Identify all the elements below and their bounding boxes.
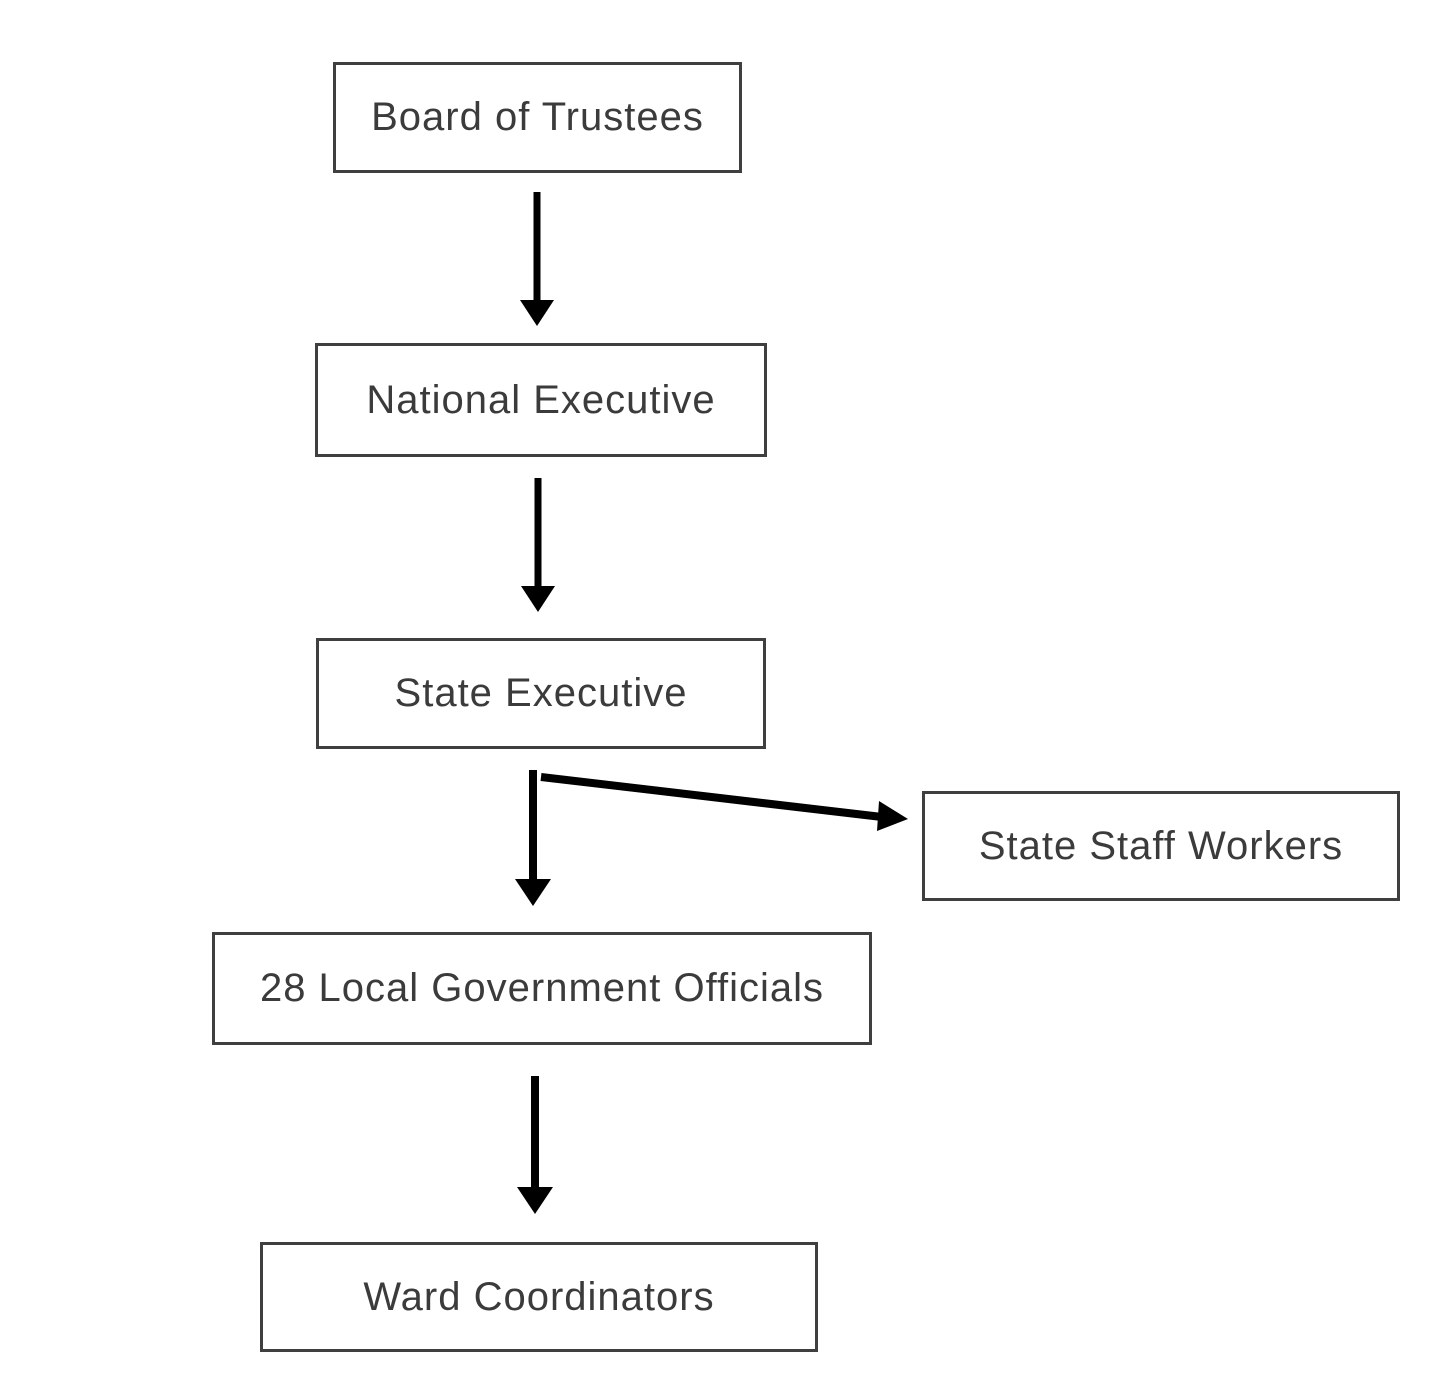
node-state-staff-workers: State Staff Workers [922, 791, 1400, 901]
node-state-executive: State Executive [316, 638, 766, 749]
node-local-government-officials: 28 Local Government Officials [212, 932, 872, 1045]
arrow-state-to-local [515, 770, 551, 906]
arrow-state-to-staff [540, 773, 908, 831]
arrow-national-to-state [521, 478, 555, 612]
node-board-of-trustees: Board of Trustees [333, 62, 742, 173]
node-ward-coordinators-label: Ward Coordinators [363, 1274, 715, 1319]
arrow-local-to-ward [517, 1076, 553, 1214]
node-state-executive-label: State Executive [394, 671, 688, 715]
node-national-executive-label: National Executive [366, 377, 716, 422]
node-ward-coordinators: Ward Coordinators [260, 1242, 818, 1352]
node-board-of-trustees-label: Board of Trustees [371, 95, 704, 139]
node-national-executive: National Executive [315, 343, 767, 457]
arrow-board-to-national [520, 192, 554, 326]
node-state-staff-workers-label: State Staff Workers [978, 823, 1344, 868]
node-local-government-officials-label: 28 Local Government Officials [259, 966, 825, 1010]
